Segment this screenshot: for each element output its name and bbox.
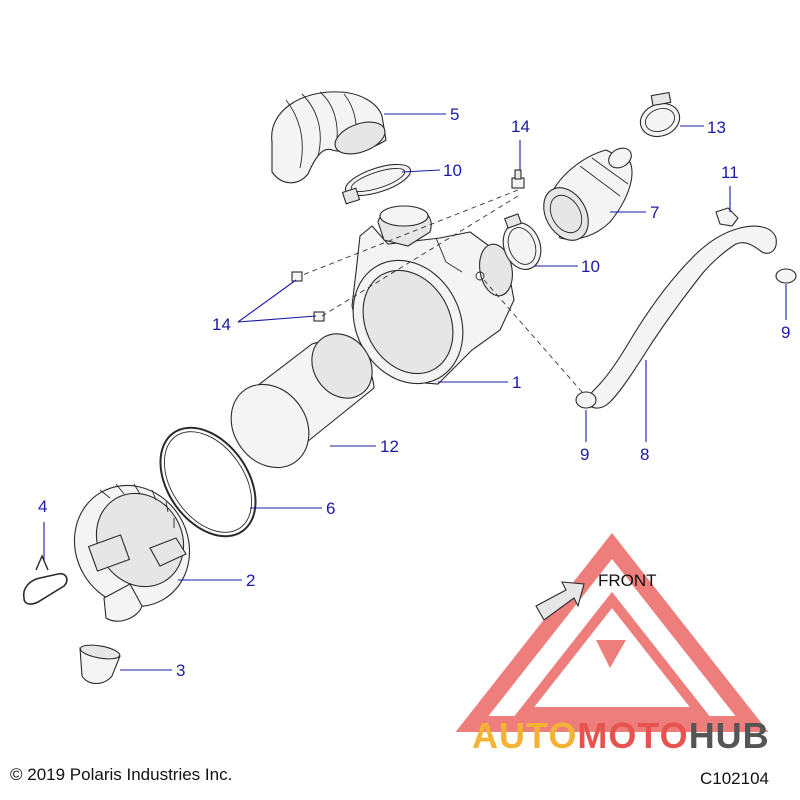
callout-3: 3 [176, 661, 185, 680]
callout-10-lower: 10 [581, 257, 600, 276]
diagram-code: C102104 [700, 769, 769, 788]
callout-7: 7 [650, 203, 659, 222]
callout-2: 2 [246, 571, 255, 590]
part-3-drain-cap [79, 644, 121, 685]
part-5-intake-duct [271, 91, 387, 184]
part-14-bolt-top [511, 169, 525, 189]
callout-10-upper: 10 [443, 161, 462, 180]
leader-14-left-a [237, 279, 297, 323]
part-4-spring-clip [22, 554, 68, 605]
callout-9-lower: 9 [580, 445, 589, 464]
watermark-hub: HUB [689, 715, 770, 756]
callout-5: 5 [450, 105, 459, 124]
part-12-filter-element [230, 333, 375, 469]
callout-4: 4 [38, 497, 47, 516]
callout-6: 6 [326, 499, 335, 518]
callout-8: 8 [640, 445, 649, 464]
part-10-upper-clamp [341, 163, 412, 205]
front-label: FRONT [598, 571, 657, 590]
leader-10-upper [401, 169, 441, 173]
part-6-seal-ring [159, 426, 257, 538]
watermark-logo [455, 533, 769, 732]
part-11-fitting [715, 207, 739, 227]
part-13-clamp [639, 91, 681, 138]
callout-13: 13 [707, 118, 726, 137]
part-2-end-cover [73, 483, 191, 622]
part-1-airbox-housing [351, 205, 515, 385]
alignment-line [299, 189, 519, 277]
callout-14-top: 14 [511, 117, 530, 136]
alignment-line [321, 195, 519, 317]
alignment-line [483, 279, 583, 393]
leader-14-left-b [237, 315, 317, 323]
front-arrow-icon [535, 581, 585, 621]
part-9-lower-clip [575, 391, 597, 409]
part-10-lower-clamp [502, 213, 542, 270]
callout-12: 12 [380, 437, 399, 456]
callout-1: 1 [512, 373, 521, 392]
watermark-auto: AUTO [472, 715, 577, 756]
part-8-vent-hose [587, 225, 777, 409]
part-9-right-clip [775, 268, 797, 284]
callout-9-right: 9 [781, 323, 790, 342]
watermark-moto: MOTO [577, 715, 688, 756]
callout-11: 11 [721, 163, 739, 182]
part-14-bolt-left-a [291, 271, 303, 282]
watermark-text: AUTOMOTOHUB [472, 715, 770, 756]
copyright-notice: © 2019 Polaris Industries Inc. [10, 765, 232, 784]
callout-14-left: 14 [212, 315, 231, 334]
part-7-coupler-boot [543, 147, 633, 241]
